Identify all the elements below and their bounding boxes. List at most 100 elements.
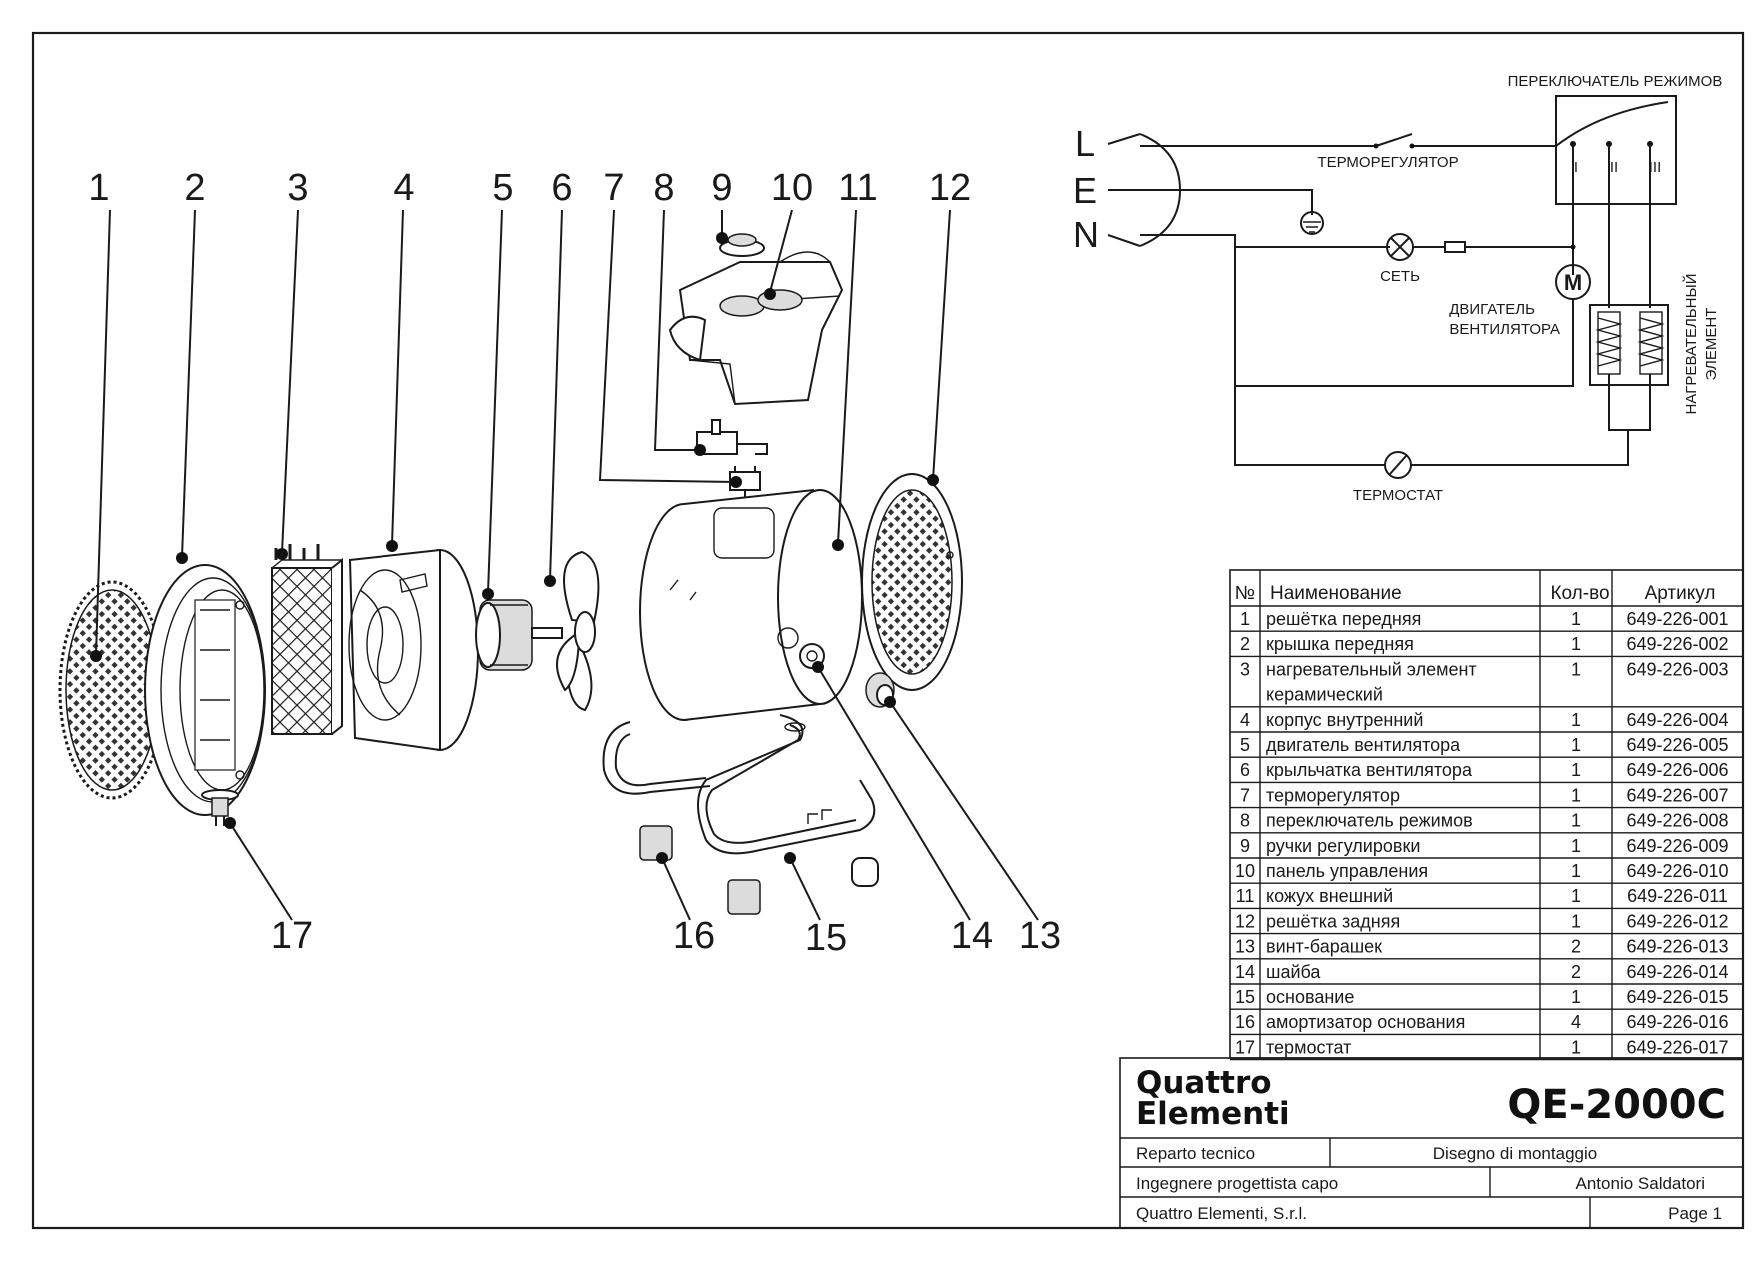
- row-part-name: крыльчатка вентилятора: [1266, 760, 1473, 780]
- row-article: 649-226-011: [1627, 886, 1728, 906]
- part-thermostat: [201, 789, 239, 826]
- table-header-row: № Наименование Кол-во Артикул: [1235, 583, 1716, 604]
- row-number: 4: [1240, 710, 1250, 730]
- part-fan-impeller: [556, 550, 600, 712]
- callout-12: 12: [929, 167, 971, 209]
- callout-13: 13: [1019, 915, 1061, 957]
- fan-motor-label-line1: ДВИГАТЕЛЬ: [1449, 301, 1535, 318]
- row-part-name: панель управления: [1266, 861, 1428, 881]
- heater-label-line1: НАГРЕВАТЕЛЬНЫЙ: [1682, 273, 1700, 414]
- callout-11: 11: [838, 167, 877, 209]
- header-code: Артикул: [1645, 583, 1716, 604]
- title-block: Quattro Elementi QE-2000C Reparto tecnic…: [1119, 1057, 1744, 1229]
- callout-14: 14: [951, 915, 993, 957]
- mains-lamp-label: СЕТЬ: [1380, 268, 1420, 285]
- row-quantity: 1: [1571, 659, 1581, 679]
- row-number: 16: [1235, 1012, 1255, 1032]
- callout-10: 10: [771, 167, 813, 209]
- thermoregulator-label: ТЕРМОРЕГУЛЯТОР: [1317, 154, 1458, 171]
- row-number: 5: [1240, 735, 1250, 755]
- header-name: Наименование: [1270, 583, 1402, 604]
- row-part-name: нагревательный элемент: [1266, 659, 1477, 679]
- part-base: [602, 714, 876, 855]
- row-part-name: шайба: [1266, 962, 1321, 982]
- row-number: 8: [1240, 811, 1250, 831]
- drawing-type: Disegno di montaggio: [1433, 1144, 1597, 1163]
- row-number: 3: [1240, 659, 1250, 679]
- fuse-icon: [1444, 241, 1466, 253]
- leader-dots: [90, 232, 939, 864]
- row-quantity: 1: [1571, 911, 1581, 931]
- callout-8: 8: [653, 167, 674, 209]
- row-article: 649-226-003: [1626, 659, 1728, 679]
- position-3: III: [1649, 159, 1662, 176]
- exploded-view: 1 2 3 4 5 6 7 8 9 10 11 12 13 14 15 16 1…: [58, 167, 1061, 959]
- part-inner-housing: [348, 548, 479, 752]
- row-quantity: 1: [1571, 1037, 1581, 1057]
- callout-1: 1: [88, 167, 109, 209]
- row-number: 7: [1240, 785, 1250, 805]
- callout-3: 3: [287, 167, 308, 209]
- row-quantity: 1: [1571, 811, 1581, 831]
- row-number: 17: [1235, 1037, 1255, 1057]
- table-row: 7 терморегулятор 1 649-226-007: [1240, 785, 1729, 805]
- header-no: №: [1235, 583, 1255, 604]
- part-base-damper: [639, 809, 879, 915]
- wiring-schematic: L E N ТЕРМОРЕГУЛЯТОР ПЕРЕКЛЮЧАТЕЛЬ РЕЖИМ…: [1073, 73, 1722, 504]
- row-quantity: 1: [1571, 836, 1581, 856]
- row-number: 15: [1235, 987, 1255, 1007]
- part-control-knobs: [719, 233, 765, 257]
- row-article: 649-226-004: [1626, 710, 1728, 730]
- row-part-name: винт-барашек: [1266, 937, 1382, 957]
- callout-16: 16: [673, 915, 715, 957]
- row-article: 649-226-008: [1626, 811, 1728, 831]
- row-number: 11: [1236, 886, 1255, 906]
- row-part-name: корпус внутренний: [1266, 710, 1423, 730]
- row-article: 649-226-002: [1626, 634, 1728, 654]
- row-article: 649-226-007: [1626, 785, 1728, 805]
- row-part-name: ручки регулировки: [1266, 836, 1420, 856]
- department: Reparto tecnico: [1136, 1144, 1255, 1163]
- row-article: 649-226-006: [1626, 760, 1728, 780]
- row-number: 10: [1235, 861, 1255, 881]
- row-quantity: 4: [1571, 1012, 1581, 1032]
- part-front-cover: [144, 564, 266, 816]
- callout-5: 5: [492, 167, 513, 209]
- row-quantity: 1: [1571, 609, 1581, 629]
- brand-logo-line2: Elementi: [1136, 1096, 1290, 1132]
- brand-logo-line1: Quattro: [1136, 1065, 1272, 1101]
- engineer-name: Antonio Saldatori: [1576, 1174, 1705, 1193]
- header-qty: Кол-во: [1550, 583, 1609, 604]
- callout-9: 9: [711, 167, 732, 209]
- thermostat-label: ТЕРМОСТАТ: [1353, 487, 1443, 504]
- mode-switch-box: [1555, 95, 1677, 205]
- thermoregulator-contact: [1375, 133, 1413, 147]
- row-quantity: 1: [1571, 785, 1581, 805]
- row-quantity: 1: [1571, 735, 1581, 755]
- row-part-name: кожух внешний: [1266, 886, 1393, 906]
- row-part-name: терморегулятор: [1266, 785, 1400, 805]
- callout-6: 6: [551, 167, 572, 209]
- position-1: I: [1574, 159, 1578, 176]
- row-article: 649-226-001: [1626, 609, 1728, 629]
- row-quantity: 1: [1571, 760, 1581, 780]
- row-part-name: основание: [1266, 987, 1354, 1007]
- part-mode-switch: [696, 419, 768, 455]
- row-article: 649-226-005: [1626, 735, 1728, 755]
- row-quantity: 2: [1571, 937, 1581, 957]
- part-control-panel: [668, 251, 844, 406]
- row-part-name: амортизатор основания: [1266, 1012, 1465, 1032]
- mode-switch-label: ПЕРЕКЛЮЧАТЕЛЬ РЕЖИМОВ: [1508, 73, 1723, 90]
